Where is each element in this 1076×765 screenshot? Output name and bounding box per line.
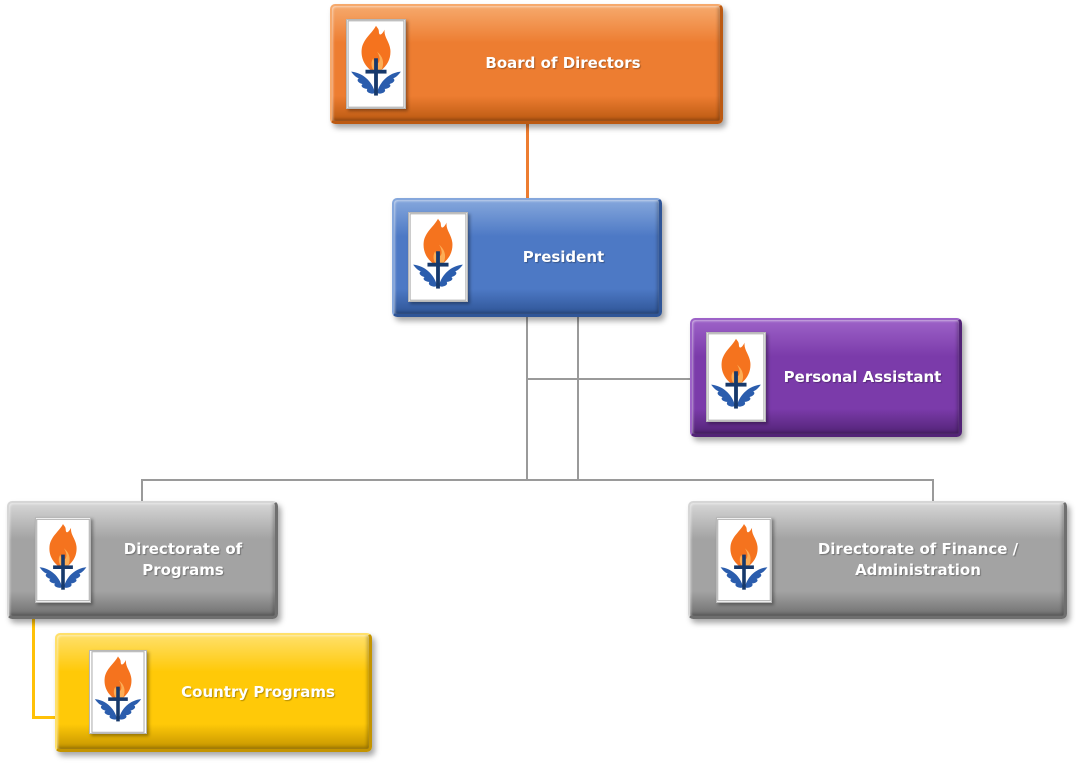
ministry-logo-icon [346, 18, 406, 109]
org-node-directorate-of-programs: Directorate of Programs [7, 501, 278, 619]
ministry-logo-icon [89, 650, 147, 734]
org-node-personal-assistant: Personal Assistant [690, 318, 962, 437]
connector-rail [141, 479, 934, 481]
org-node-directorate-of-finance-administration: Directorate of Finance / Administration [688, 501, 1067, 619]
ministry-logo-icon [716, 516, 772, 603]
org-node-label: Personal Assistant [783, 367, 942, 386]
connector-president-drop-right [577, 317, 579, 480]
connector-board-president [526, 124, 529, 199]
org-node-president: President [392, 198, 662, 317]
connector-president-drop-left [526, 317, 528, 480]
connector-president-personal-assistant [526, 378, 692, 380]
ministry-logo-icon [408, 212, 468, 302]
org-node-label: Board of Directors [485, 54, 641, 72]
org-node-label: Directorate of Programs [123, 539, 243, 579]
org-node-board-of-directors: Board of Directors [330, 4, 723, 124]
connector-drop-finance [932, 479, 934, 503]
connector-programs-country-vertical [32, 619, 35, 719]
ministry-logo-icon [35, 516, 91, 603]
connector-drop-programs [141, 479, 143, 503]
connector-programs-country-horizontal [32, 716, 58, 719]
org-node-label: Country Programs [181, 682, 335, 701]
org-node-label: President [522, 247, 605, 266]
org-node-label: Directorate of Finance / Administration [817, 539, 1019, 579]
org-node-country-programs: Country Programs [55, 633, 372, 752]
ministry-logo-icon [706, 332, 766, 422]
